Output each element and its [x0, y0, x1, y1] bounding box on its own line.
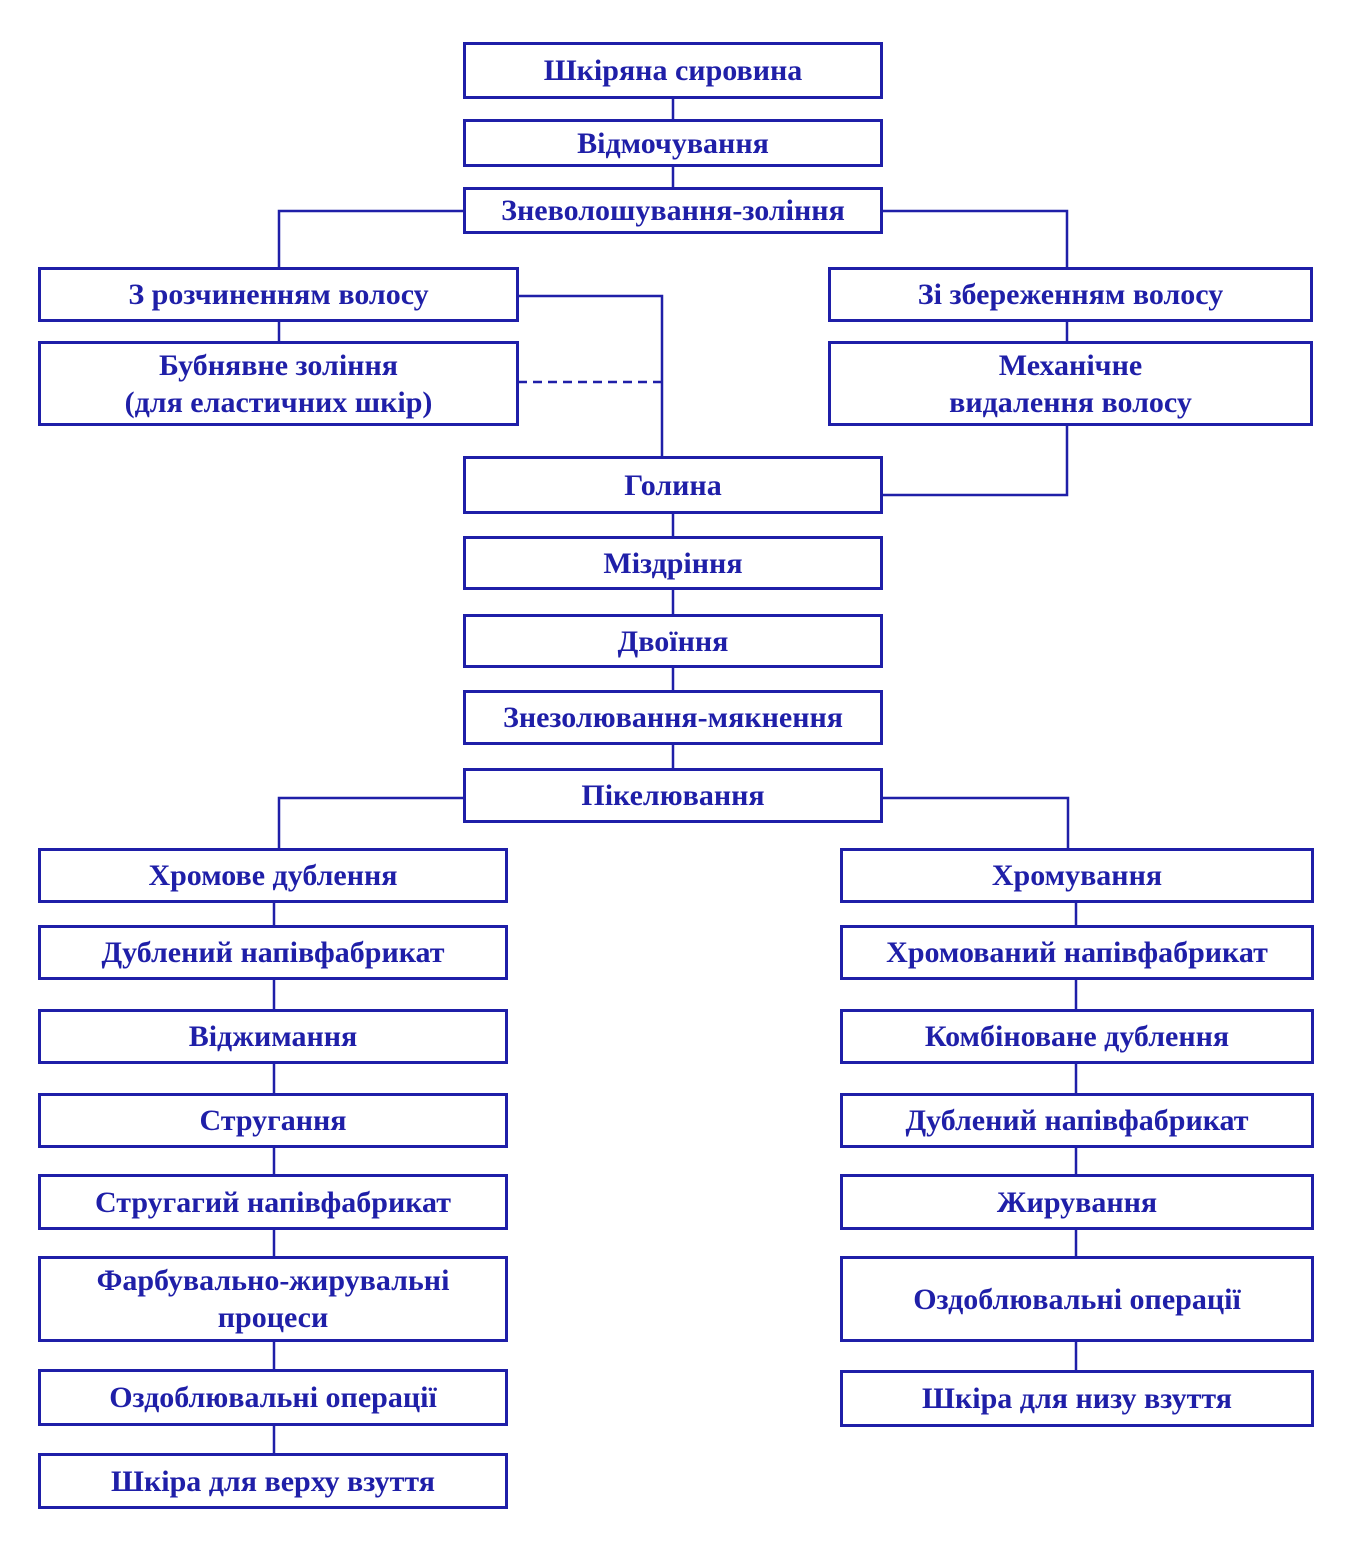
step-label: Знезолювання-мякнення: [502, 701, 844, 734]
step-label: Хромований напівфабрикат: [886, 936, 1268, 969]
left-step-5: Стругагий напівфабрикат: [38, 1174, 508, 1230]
step-pelt: Голина: [463, 456, 883, 514]
connector-line: [277, 796, 464, 848]
step-label: Дублений напівфабрикат: [905, 1104, 1249, 1137]
step-soaking: Відмочування: [463, 119, 883, 167]
step-label: Міздріння: [603, 546, 743, 580]
connector-line: [883, 796, 1070, 848]
step-fleshing: Міздріння: [463, 536, 883, 590]
step-label: Віджимання: [188, 1020, 358, 1053]
connector-line: [883, 426, 1069, 497]
step-mechanical-removal: Механічне видалення волосу: [828, 341, 1313, 426]
step-liming: Зневолошування-зоління: [463, 187, 883, 234]
step-label: Стругагий напівфабрикат: [94, 1185, 452, 1219]
right-step-7: Шкіра для низу взуття: [840, 1370, 1314, 1427]
connector-line: [518, 294, 664, 456]
right-step-2: Хромований напівфабрикат: [840, 925, 1314, 980]
right-step-4: Дублений напівфабрикат: [840, 1093, 1314, 1148]
left-step-8: Шкіра для верху взуття: [38, 1453, 508, 1509]
step-label: Голина: [624, 468, 722, 502]
step-label: Оздоблювальні операції: [913, 1282, 1241, 1316]
connector-line: [883, 209, 1069, 267]
step-drum-liming: Бубнявне зоління (для еластичних шкір): [38, 341, 519, 426]
step-label: Бубнявне зоління (для еластичних шкір): [124, 348, 433, 419]
step-hair-dissolve: З розчиненням волосу: [38, 267, 519, 322]
step-deliming: Знезолювання-мякнення: [463, 690, 883, 745]
step-label: Шкіра для низу взуття: [922, 1382, 1232, 1415]
step-label: Зневолошування-зоління: [501, 194, 845, 227]
step-label: Комбіноване дублення: [924, 1020, 1230, 1053]
step-label: З розчиненням волосу: [128, 278, 429, 311]
step-splitting: Двоїння: [463, 614, 883, 668]
step-label: Шкіра для верху взуття: [111, 1464, 435, 1498]
step-label: Дублений напівфабрикат: [101, 936, 445, 969]
step-label: Пікелювання: [581, 779, 765, 812]
left-step-7: Оздоблювальні операції: [38, 1369, 508, 1426]
step-label: Шкіряна сировина: [543, 54, 803, 87]
left-step-6: Фарбувально-жирувальні процеси: [38, 1256, 508, 1342]
step-label: Фарбувально-жирувальні процеси: [96, 1264, 450, 1334]
left-step-3: Віджимання: [38, 1009, 508, 1064]
step-label: Хромування: [991, 859, 1163, 892]
step-pickling: Пікелювання: [463, 768, 883, 823]
right-step-1: Хромування: [840, 848, 1314, 903]
step-label: Двоїння: [617, 624, 729, 658]
step-hair-preserve: Зі збереженням волосу: [828, 267, 1313, 322]
step-label: Відмочування: [577, 126, 769, 160]
step-label: Стругання: [199, 1104, 347, 1137]
step-label: Оздоблювальні операції: [109, 1381, 437, 1414]
left-step-2: Дублений напівфабрикат: [38, 925, 508, 980]
left-step-1: Хромове дублення: [38, 848, 508, 903]
right-step-3: Комбіноване дублення: [840, 1009, 1314, 1064]
step-label: Хромове дублення: [148, 859, 398, 892]
connector-line: [277, 209, 464, 267]
step-label: Механічне видалення волосу: [949, 348, 1192, 419]
step-raw-material: Шкіряна сировина: [463, 42, 883, 99]
right-step-6: Оздоблювальні операції: [840, 1256, 1314, 1342]
right-step-5: Жирування: [840, 1174, 1314, 1230]
step-label: Зі збереженням волосу: [917, 278, 1224, 311]
left-step-4: Стругання: [38, 1093, 508, 1148]
step-label: Жирування: [996, 1185, 1158, 1219]
